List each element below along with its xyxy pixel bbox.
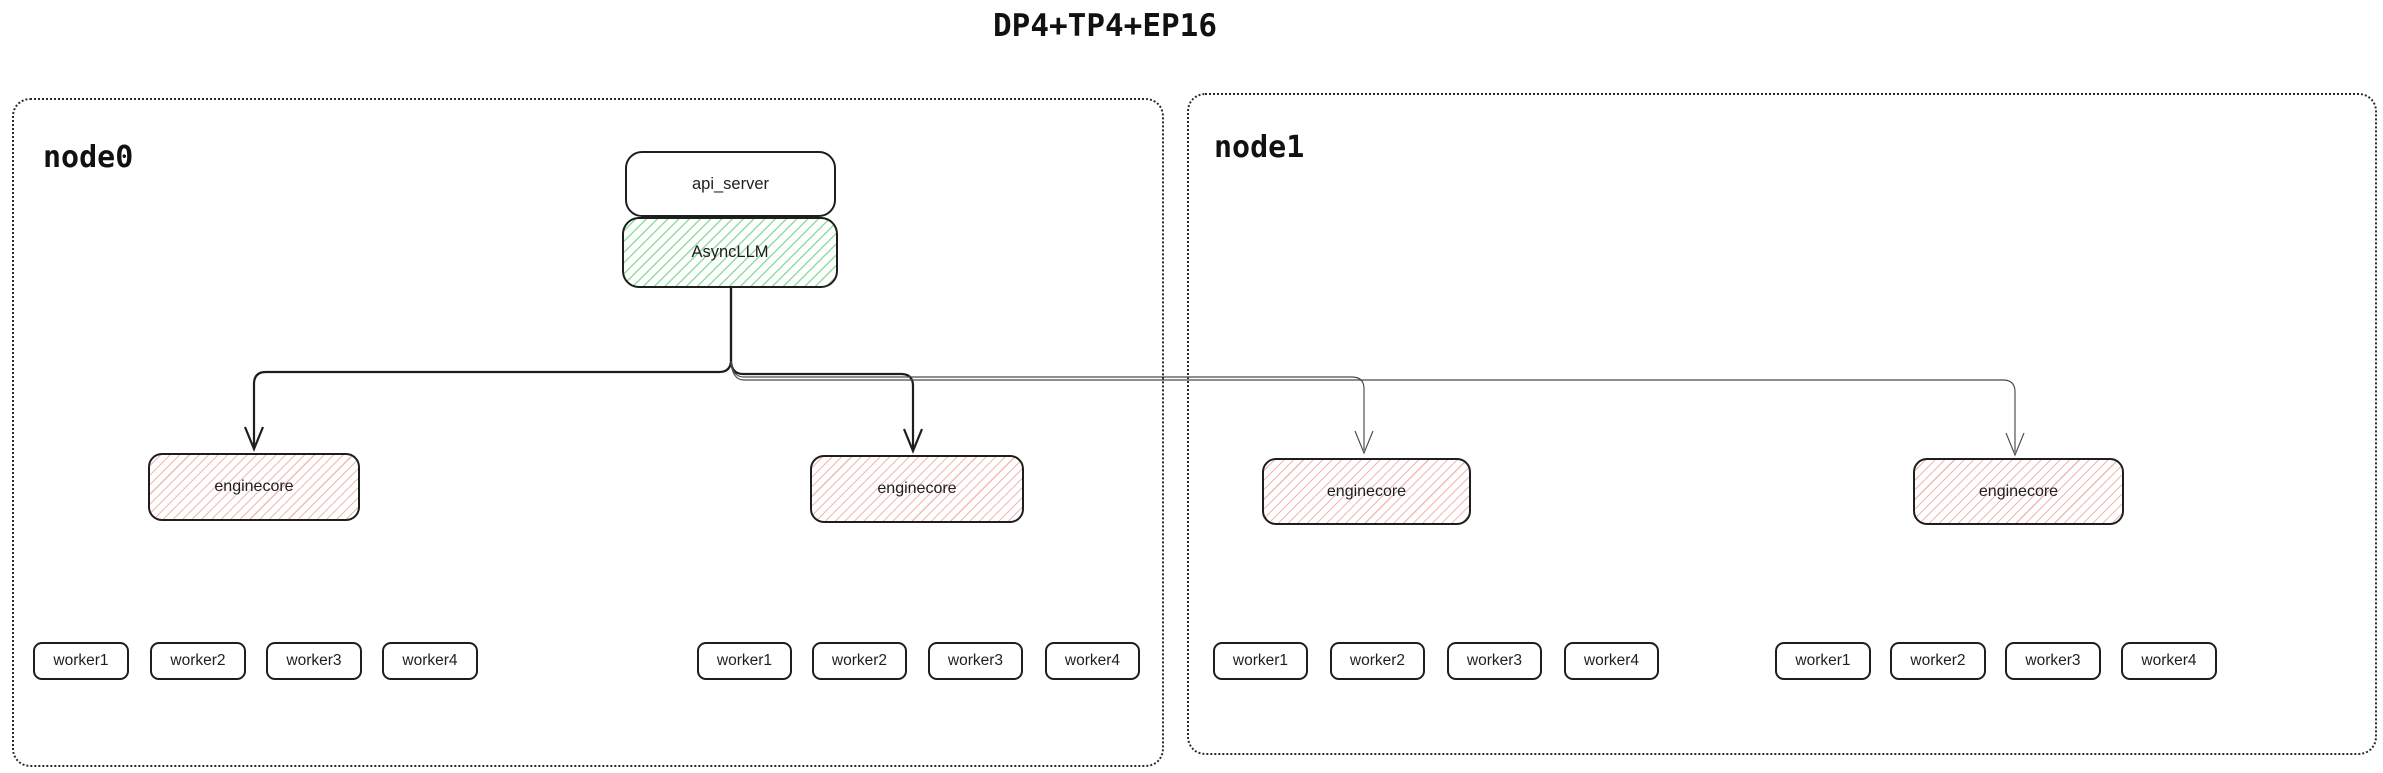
worker-box: worker2 <box>1890 642 1986 680</box>
worker-label: worker4 <box>2141 652 2197 669</box>
asyncllm-box: AsyncLLM <box>622 217 838 288</box>
worker-box: worker1 <box>697 642 792 680</box>
worker-box: worker4 <box>1564 642 1659 680</box>
worker-label: worker3 <box>2025 652 2081 669</box>
enginecore-box-3: enginecore <box>1262 458 1471 525</box>
asyncllm-label: AsyncLLM <box>691 243 769 261</box>
worker-box: worker4 <box>1045 642 1140 680</box>
api-server-box: api_server <box>625 151 836 217</box>
worker-box: worker3 <box>1447 642 1542 680</box>
enginecore-box-4: enginecore <box>1913 458 2124 525</box>
diagram-title: DP4+TP4+EP16 <box>993 8 1217 44</box>
worker-box: worker1 <box>1213 642 1308 680</box>
worker-label: worker4 <box>1064 652 1121 669</box>
enginecore-label: enginecore <box>214 478 294 495</box>
enginecore-label: enginecore <box>877 480 957 497</box>
node0-label: node0 <box>43 140 134 175</box>
worker-box: worker3 <box>2005 642 2101 680</box>
worker-box: worker2 <box>150 642 246 680</box>
worker-box: worker1 <box>1775 642 1871 680</box>
worker-label: worker1 <box>53 652 109 669</box>
enginecore-label: enginecore <box>1326 482 1407 500</box>
worker-box: worker3 <box>928 642 1023 680</box>
worker-label: worker2 <box>831 652 888 669</box>
enginecore-box-1: enginecore <box>148 453 360 521</box>
worker-label: worker1 <box>1795 652 1851 669</box>
worker-label: worker1 <box>1232 652 1289 669</box>
enginecore-label: enginecore <box>1978 482 2059 500</box>
worker-label: worker3 <box>1466 652 1523 669</box>
worker-box: worker3 <box>266 642 362 680</box>
worker-box: worker2 <box>1330 642 1425 680</box>
worker-label: worker4 <box>402 652 458 669</box>
node1-label: node1 <box>1214 130 1305 165</box>
worker-label: worker2 <box>1910 652 1966 669</box>
worker-box: worker1 <box>33 642 129 680</box>
api-server-label: api_server <box>691 174 770 193</box>
worker-box: worker4 <box>382 642 478 680</box>
worker-label: worker3 <box>947 652 1004 669</box>
worker-box: worker2 <box>812 642 907 680</box>
worker-label: worker2 <box>1349 652 1406 669</box>
worker-label: worker1 <box>716 652 773 669</box>
worker-label: worker4 <box>1583 652 1640 669</box>
worker-box: worker4 <box>2121 642 2217 680</box>
enginecore-box-2: enginecore <box>810 455 1024 523</box>
worker-label: worker3 <box>286 652 342 669</box>
worker-label: worker2 <box>170 652 226 669</box>
